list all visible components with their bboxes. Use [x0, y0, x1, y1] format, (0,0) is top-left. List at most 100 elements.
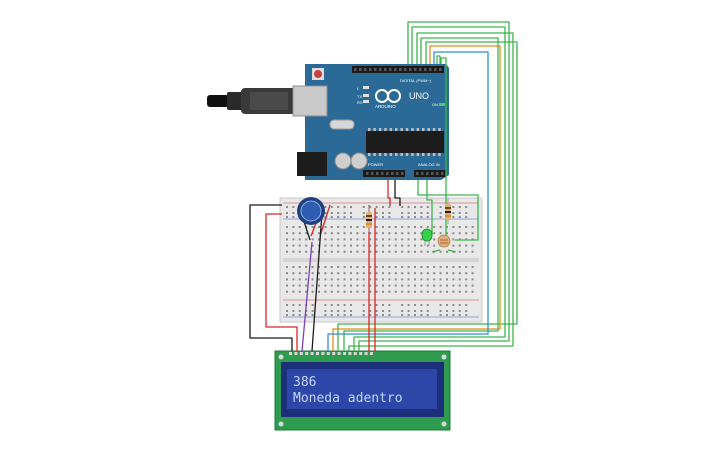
wire-orange[interactable]	[332, 45, 501, 351]
lcd-module[interactable]: 386 Moneda adentro	[274, 350, 451, 431]
breadboard-hole	[350, 272, 352, 275]
breadboard-hole	[458, 232, 461, 235]
breadboard-hole	[298, 250, 301, 253]
breadboard-hole	[458, 212, 461, 214]
breadboard-hole	[401, 266, 404, 268]
wire-green-analog[interactable]	[417, 180, 479, 241]
breadboard-hole	[337, 244, 340, 247]
l-led-label: L	[357, 86, 360, 91]
breadboard-hole	[330, 226, 333, 228]
breadboard-hole	[420, 216, 423, 218]
wire-black-gnd[interactable]	[394, 180, 401, 206]
wire-green-short[interactable]	[436, 55, 441, 64]
wire-blue[interactable]	[327, 51, 489, 351]
breadboard-hole	[407, 266, 410, 268]
breadboard-hole	[458, 250, 461, 253]
breadboard-hole	[452, 266, 455, 268]
wire-green-2[interactable]	[353, 26, 506, 351]
capacitor-1	[334, 152, 352, 170]
breadboard-hole	[458, 216, 461, 218]
breadboard-hole	[375, 216, 378, 218]
breadboard-hole	[318, 290, 320, 293]
breadboard-hole	[420, 266, 423, 268]
breadboard-hole	[337, 284, 340, 287]
lcd-mount-hole-bl	[278, 421, 284, 427]
breadboard-hole	[324, 304, 327, 306]
breadboard-hole	[369, 304, 372, 306]
header-pin	[404, 68, 407, 71]
chip-pin	[422, 153, 425, 156]
wire-red-5v[interactable]	[387, 180, 391, 206]
breadboard-hole	[298, 304, 301, 306]
lcd-pin	[299, 352, 303, 355]
lcd-pin	[337, 352, 341, 355]
breadboard-hole	[369, 278, 372, 281]
breadboard-hole	[439, 266, 442, 268]
breadboard-hole	[407, 226, 410, 228]
breadboard-hole	[292, 278, 295, 281]
breadboard-hole	[337, 232, 340, 235]
reset-button-cap	[314, 70, 322, 78]
breadboard-hole	[324, 238, 327, 241]
header-pin	[394, 68, 397, 71]
wire-black-left[interactable]	[249, 204, 293, 351]
wire-green-1[interactable]	[358, 21, 510, 351]
breadboard-hole	[343, 290, 346, 293]
breadboard-hole	[382, 272, 384, 275]
breadboard-hole	[388, 238, 391, 241]
photoresistor	[431, 234, 457, 253]
breadboard-hole	[465, 232, 468, 235]
breadboard-hole	[446, 278, 448, 281]
header-pin	[359, 68, 362, 71]
breadboard-hole	[286, 244, 288, 247]
usb-cable[interactable]	[207, 88, 299, 114]
wire-purple[interactable]	[301, 241, 313, 352]
breadboard-hole	[452, 304, 455, 306]
breadboard-hole	[452, 284, 455, 287]
wire-green-led[interactable]	[426, 180, 433, 235]
breadboard-hole	[298, 272, 301, 275]
breadboard-hole	[350, 278, 352, 281]
potentiometer-knob[interactable]	[300, 200, 322, 222]
wire-red-pot-2[interactable]	[319, 204, 331, 237]
chip-pin	[432, 128, 436, 131]
wire-red-left[interactable]	[265, 213, 298, 351]
breadboard-hole	[452, 232, 455, 235]
arduino-uno-board[interactable]: DIGITAL (PWM~) UNO ARDUINO L TX RX ON PO…	[292, 64, 449, 180]
breadboard-hole	[407, 284, 410, 287]
breadboard-hole	[292, 290, 295, 293]
breadboard-hole	[298, 226, 301, 228]
wires[interactable]	[249, 21, 518, 352]
breadboard-hole	[286, 226, 288, 228]
breadboard-hole	[420, 226, 423, 228]
breadboard-hole	[401, 284, 404, 287]
breadboard-hole	[388, 244, 391, 247]
lcd-pin	[359, 352, 363, 355]
lcd-mount-hole-tl	[278, 354, 284, 360]
breadboard-hole	[343, 304, 346, 306]
breadboard-hole	[375, 278, 378, 281]
breadboard-hole	[465, 310, 468, 312]
breadboard-hole	[407, 250, 410, 253]
lcd-pin	[353, 352, 357, 355]
breadboard-hole	[369, 232, 372, 235]
lcd-pin	[326, 352, 330, 355]
lcd-pin	[289, 352, 292, 355]
header-pin	[399, 68, 402, 71]
wire-green-3[interactable]	[348, 32, 514, 351]
lcd-pin	[348, 352, 352, 355]
digital-header	[352, 66, 444, 73]
lcd-pin	[343, 352, 346, 355]
rx-led	[363, 100, 369, 103]
analog-header-label: ANALOG IN	[418, 162, 440, 167]
header-pin	[431, 172, 434, 175]
breadboard-hole	[298, 232, 301, 235]
breadboard-hole	[414, 310, 416, 312]
breadboard-hole	[350, 212, 352, 214]
breadboard-hole	[350, 310, 352, 312]
potentiometer[interactable]	[297, 197, 325, 225]
wire-black-rw[interactable]	[311, 212, 323, 352]
breadboard-hole	[356, 278, 359, 281]
breadboard-hole	[298, 310, 301, 312]
